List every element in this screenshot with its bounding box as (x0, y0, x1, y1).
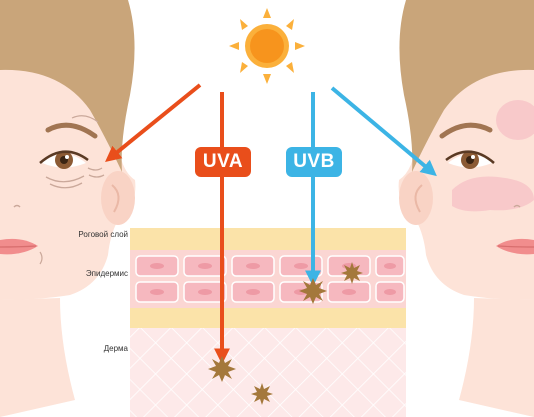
damage-star-icon (251, 383, 273, 405)
skin-cross-section (130, 228, 406, 417)
damage-star-icon (208, 356, 236, 382)
dermis-layer (130, 328, 406, 417)
sun-icon (229, 8, 305, 84)
uva-arrow-to-face (105, 83, 202, 163)
uvb-label: UVB (286, 147, 342, 177)
dermis-label: Дерма (103, 344, 128, 353)
uva-label: UVA (195, 147, 251, 177)
horny-layer-label: Роговой слой (78, 230, 128, 239)
right-face (398, 0, 534, 417)
uvb-arrow-to-face (330, 86, 437, 177)
damage-marks (208, 262, 363, 405)
damage-star-icon (299, 278, 327, 304)
damage-star-icon (341, 262, 363, 284)
horny-layer (130, 228, 406, 250)
epidermis-label: Эпидермис (85, 269, 128, 278)
left-face (0, 0, 136, 417)
